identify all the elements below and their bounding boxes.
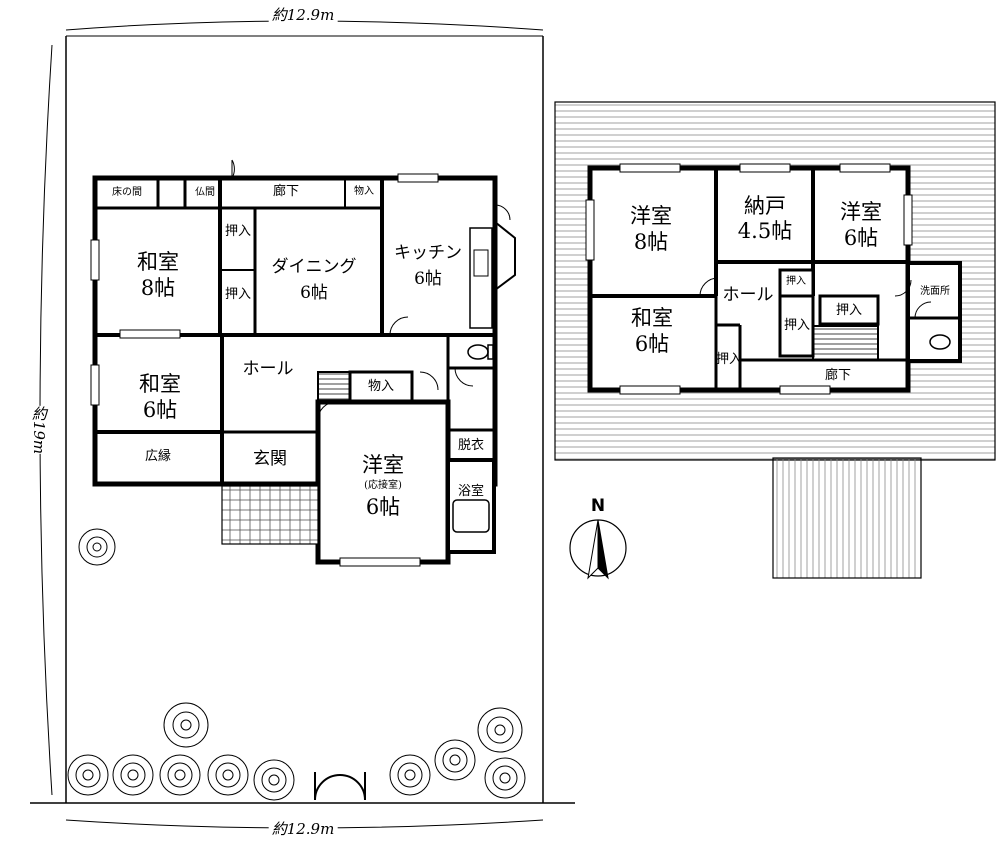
room-label-youshitsu8-name: 洋室 xyxy=(630,203,672,228)
room-label-senmenjo: 洗面所 xyxy=(920,285,950,297)
room-label-kitchen-name: キッチン xyxy=(394,243,462,264)
room-label-youshitsu-size: 6帖 xyxy=(365,494,401,519)
room-label-youshitsu6-name: 洋室 xyxy=(840,199,882,224)
room-label-washitsu6-size: 6帖 xyxy=(142,397,178,422)
compass-north-label: N xyxy=(590,496,606,517)
garden-shrubs xyxy=(67,528,526,801)
room-label-nando-size: 4.5帖 xyxy=(737,218,793,243)
dimension-top-width: 約12.9m xyxy=(268,7,338,24)
room-label-youshitsu-sub: (応接室) xyxy=(364,479,402,491)
room-label-oshiire-e: 押入 xyxy=(715,352,743,368)
room-label-oshiire-c: 押入 xyxy=(783,318,811,334)
room-label-storage-hall: 物入 xyxy=(367,379,395,395)
room-label-oshiire-a: 押入 xyxy=(224,224,252,240)
room-label-washitsu6-name: 和室 xyxy=(139,371,181,396)
room-label-dining-name: ダイニング xyxy=(271,257,357,278)
room-label-corridor-2f: 廊下 xyxy=(824,368,852,384)
room-label-youshitsu8-size: 8帖 xyxy=(633,229,669,254)
room-label-oshiire-d: 押入 xyxy=(835,303,863,319)
dimension-depth: 約19m xyxy=(27,405,49,455)
gate xyxy=(314,772,366,801)
floor2-windows xyxy=(585,163,913,395)
room-label-butsuma: 仏間 xyxy=(195,186,215,198)
compass xyxy=(569,519,627,580)
room-label-nando-name: 納戸 xyxy=(744,193,786,218)
room-label-hall-1f: ホール xyxy=(242,359,294,380)
room-label-washitsu8-size: 8帖 xyxy=(140,275,176,300)
room-label-tokonoma: 床の間 xyxy=(112,186,142,198)
room-label-oshiire-b: 押入 xyxy=(224,287,252,303)
room-label-washitsu-2f-size: 6帖 xyxy=(634,331,670,356)
room-label-bath: 浴室 xyxy=(457,484,485,500)
room-label-washitsu8-name: 和室 xyxy=(137,249,179,274)
room-label-hall-2f: ホール xyxy=(722,285,774,306)
room-label-genkan: 玄関 xyxy=(253,449,287,470)
dimension-bottom-width: 約12.9m xyxy=(268,821,338,838)
room-label-kitchen-size: 6帖 xyxy=(414,269,442,290)
room-label-youshitsu-name: 洋室 xyxy=(362,452,404,477)
room-label-storage-corridor: 物入 xyxy=(354,185,374,197)
room-label-corridor-1f: 廊下 xyxy=(272,184,300,200)
room-label-engawa: 広縁 xyxy=(144,449,172,465)
room-label-datsui: 脱衣 xyxy=(457,438,485,454)
room-label-washitsu-2f-name: 和室 xyxy=(631,305,673,330)
room-label-oshiire-small: 押入 xyxy=(786,275,806,287)
floor1-windows xyxy=(90,173,439,567)
entrance-porch xyxy=(221,485,319,545)
room-label-dining-size: 6帖 xyxy=(300,283,328,304)
room-label-youshitsu6-size: 6帖 xyxy=(843,225,879,250)
